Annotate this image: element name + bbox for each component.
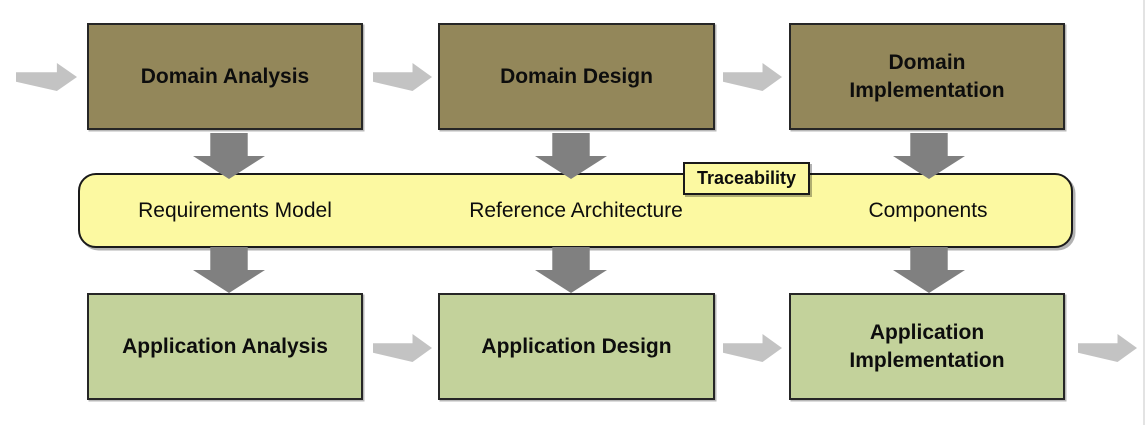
application-design-label: Application Design [481,334,672,358]
flow-arrow-application-analysis-to-design [373,334,432,362]
domain-implementation-label: Domain Implementation [849,51,1005,102]
transform-arrow-architecture-to-application-design [535,247,607,293]
domain-analysis-label: Domain Analysis [140,64,310,88]
flow-arrow-into-domain-analysis [16,63,77,91]
band-item-requirements-model: Requirements Model [138,199,332,222]
band-item-reference-architecture: Reference Architecture [469,199,683,222]
domain-design-label: Domain Design [500,64,653,88]
flow-arrow-domain-design-to-implementation [723,63,782,91]
domain-implementation-box: Domain Implementation [789,23,1065,130]
application-analysis-label: Application Analysis [122,334,328,358]
flow-arrow-out-of-application-implementation [1078,334,1137,362]
application-implementation-label: Application Implementation [849,321,1005,372]
application-analysis-box: Application Analysis [87,293,363,400]
transform-arrow-components-to-application-implementation [893,247,965,293]
traceability-label: Traceability [696,168,797,188]
traceability-badge: Traceability [683,162,810,195]
page-edge-line [1143,0,1145,425]
application-design-box: Application Design [438,293,715,400]
flow-arrow-application-design-to-implementation [723,334,782,362]
flow-arrow-domain-analysis-to-design [373,63,432,91]
domain-analysis-box: Domain Analysis [87,23,363,130]
domain-design-box: Domain Design [438,23,715,130]
application-implementation-box: Application Implementation [789,293,1065,400]
transform-arrow-requirements-to-application-analysis [193,247,265,293]
band-item-components: Components [868,199,988,222]
